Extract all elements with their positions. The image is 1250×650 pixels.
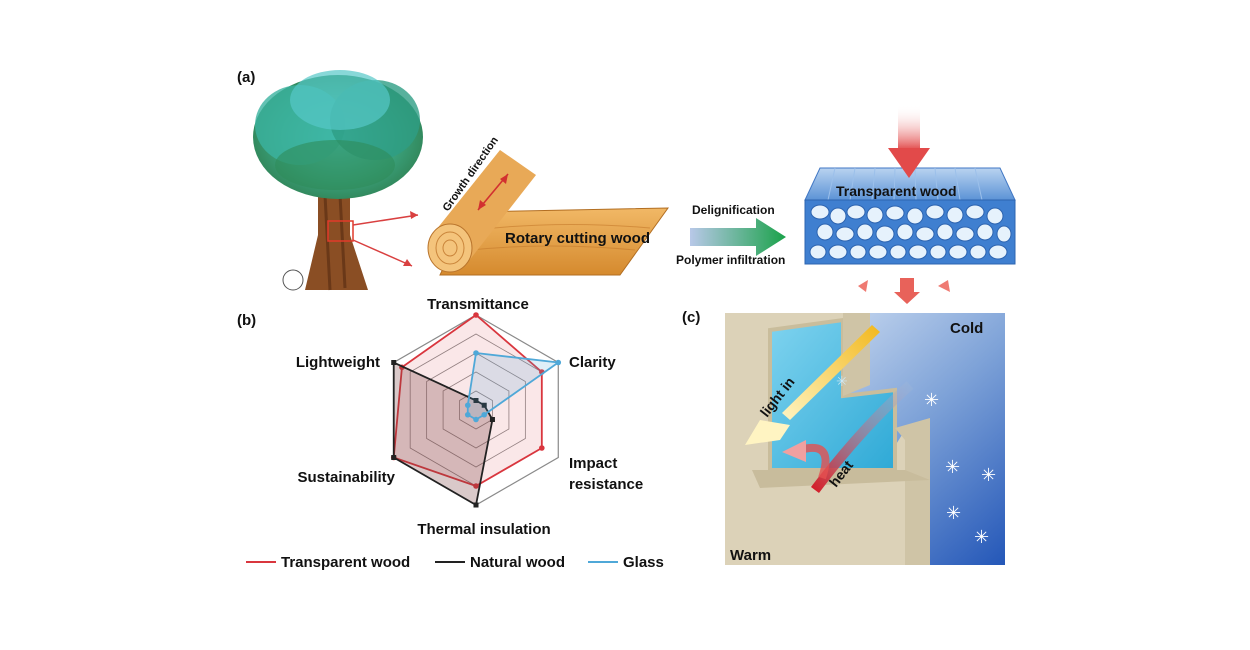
heat-reflection-arrowhead [782,440,806,462]
axis-label-thermal: Thermal insulation [417,521,550,538]
radar-point-transparent-wood-3 [473,483,479,489]
process-arrow: Delignification Polymer infiltration [676,203,786,267]
legend-label-natural-wood: Natural wood [470,554,565,571]
svg-text:✳: ✳ [974,527,989,548]
radar-point-natural-wood-0 [473,398,479,403]
radar-point-natural-wood-5 [391,360,397,365]
svg-text:✳: ✳ [945,457,960,478]
transparent-wood-label: Transparent wood [836,183,957,199]
magnifier-icon [282,269,304,291]
light-beam [782,325,880,420]
radar-grid-ring [426,352,526,468]
svg-text:✳: ✳ [924,390,939,411]
interior-wall [725,313,930,565]
window-scene: ✳ ✳ ✳ ✳ ✳ ✳ Cold Warm light in heat [725,313,1005,565]
radar-point-natural-wood-2 [489,417,495,422]
rotary-cut-wood: Growth direction Rotary cutting wood [427,135,669,276]
legend-label-glass: Glass [623,554,664,571]
radar-point-glass-5 [464,402,471,409]
axis-label-lightweight: Lightweight [296,354,380,371]
radar-point-glass-0 [473,350,479,356]
radar-series [390,312,562,508]
radar-grid-ring [459,390,493,430]
transmitted-light-arrow-left [858,280,868,292]
radar-point-transparent-wood-2 [539,445,545,451]
tree-illustration [253,70,423,291]
incoming-light-arrowhead [888,148,930,178]
axis-label-transmittance: Transmittance [427,296,529,313]
radar-point-glass-2 [481,411,488,418]
legend: Transparent wood Natural wood Glass [246,554,664,571]
tree-cut-box [327,220,354,242]
radar-point-transparent-wood-0 [473,312,479,318]
warm-label: Warm [730,547,771,564]
radar-point-glass-4 [464,411,471,418]
incoming-light-arrow [898,105,920,150]
delignification-label: Delignification [692,203,775,217]
legend-label-transparent-wood: Transparent wood [281,554,410,571]
light-beam-arrowhead [745,420,790,445]
radar-point-glass-3 [473,416,479,423]
cold-label: Cold [950,320,983,337]
polymer-infiltration-label: Polymer infiltration [676,253,785,267]
panel-a-label: (a) [237,69,255,86]
axis-label-impact-line2: resistance [569,476,643,493]
svg-text:✳: ✳ [946,503,961,524]
rotary-cutting-label: Rotary cutting wood [505,230,650,247]
tree-to-roll-arrows [352,211,419,267]
radar-point-glass-1 [555,359,562,366]
radar-point-natural-wood-4 [391,455,397,460]
svg-text:✳: ✳ [981,465,996,486]
radar-point-natural-wood-1 [481,402,487,408]
transmitted-light-arrow-center [894,278,920,304]
window-frame-side [895,418,930,565]
radar-grid-ring [442,371,510,449]
panel-b-label: (b) [237,312,256,329]
window-sill [752,470,930,488]
radar-point-natural-wood-3 [473,502,479,508]
axis-label-sustainability: Sustainability [297,469,395,486]
transmitted-light-arrow-right [938,280,950,292]
snowflake-icons: ✳ ✳ ✳ ✳ ✳ ✳ [836,374,996,548]
axis-label-clarity: Clarity [569,354,616,371]
axis-label-impact-line1: Impact [569,455,617,472]
transparent-wood-block: Transparent wood [804,105,1016,304]
radar-chart: Transmittance Clarity Impact resistance … [296,296,643,538]
panel-c-label: (c) [682,309,700,326]
svg-text:✳: ✳ [836,374,848,390]
